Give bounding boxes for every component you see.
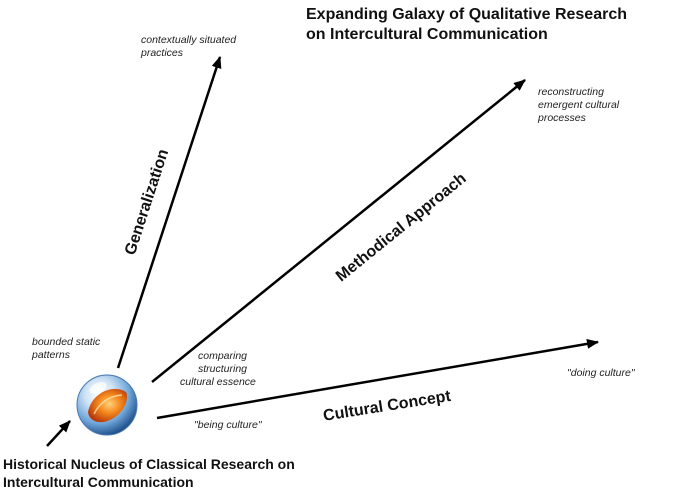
diagram-title-line-1: Expanding Galaxy of Qualitative Research	[306, 6, 627, 23]
methodical-start-line-3: cultural essence	[180, 376, 256, 388]
nucleus-label: Historical Nucleus of Classical Research…	[3, 455, 295, 491]
methodical-approach-arrow	[151, 79, 526, 383]
generalization-end-note: contextually situated practices	[141, 34, 236, 60]
nucleus-marble-icon	[71, 369, 143, 441]
generalization-arrow	[116, 56, 222, 369]
cultural-start-note: "being culture"	[194, 419, 262, 431]
generalization-end-line-2: practices	[141, 47, 184, 59]
methodical-end-line-2: emergent cultural	[538, 99, 620, 111]
methodical-start-line-2: structuring	[198, 363, 248, 375]
diagram-title: Expanding Galaxy of Qualitative Research…	[306, 5, 627, 45]
cultural-end-note: "doing culture"	[567, 367, 635, 379]
generalization-start-line-1: bounded static	[32, 336, 101, 348]
diagram-title-line-2: on Intercultural Communication	[306, 26, 548, 43]
generalization-start-note: bounded static patterns	[32, 336, 100, 362]
methodical-end-note: reconstructing emergent cultural process…	[538, 86, 619, 125]
methodical-start-note: comparing structuring cultural essence	[180, 350, 256, 389]
methodical-end-line-1: reconstructing	[538, 86, 604, 98]
cultural-concept-arrow	[156, 338, 599, 420]
methodical-end-line-3: processes	[538, 112, 586, 124]
nucleus-label-line-1: Historical Nucleus of Classical Research…	[3, 456, 295, 472]
generalization-start-line-2: patterns	[32, 349, 70, 361]
generalization-end-line-1: contextually situated	[141, 34, 237, 46]
nucleus-label-line-2: Intercultural Communication	[3, 474, 194, 490]
methodical-start-line-1: comparing	[198, 350, 248, 362]
entry-arrow	[46, 420, 71, 447]
